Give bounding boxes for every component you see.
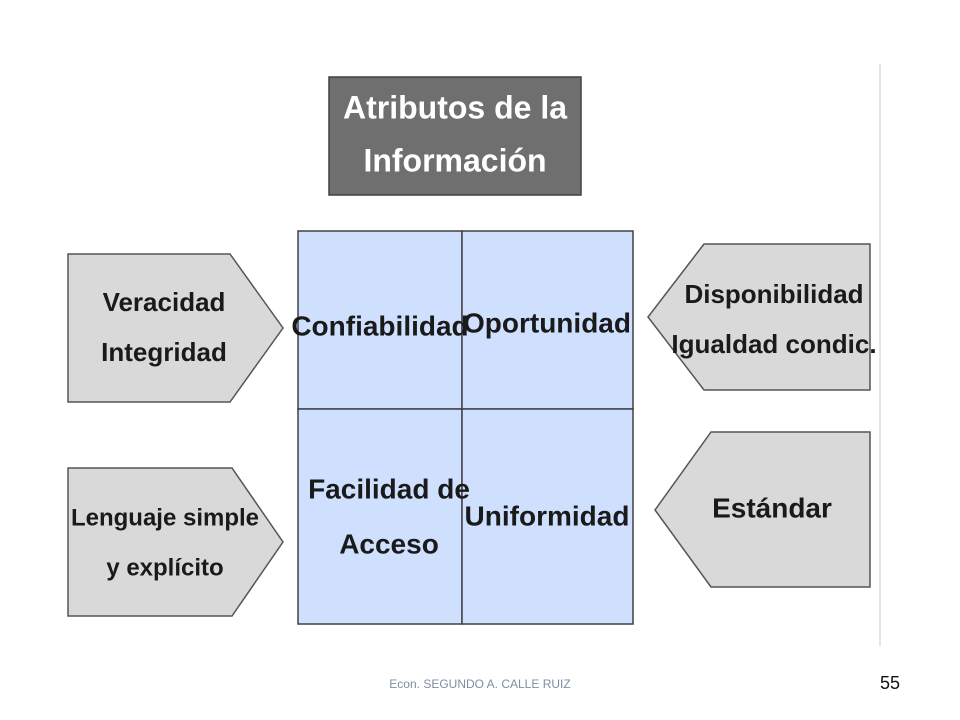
title-box: Atributos de la Información: [328, 76, 582, 196]
right-arrow-2: Estándar: [654, 431, 871, 588]
slide-edge-divider: [879, 64, 881, 646]
left-arrow-1-line-1: Veracidad: [103, 287, 226, 317]
attribute-grid: Confiabilidad Oportunidad Facilidad de A…: [291, 230, 634, 625]
title-line-1: Atributos de la: [343, 89, 567, 125]
grid-cell-bottom-right: [461, 408, 634, 625]
left-arrow-2-shape: [67, 467, 284, 617]
left-arrow-1: Veracidad Integridad: [67, 253, 284, 403]
left-arrow-1-line-2: Integridad: [101, 337, 227, 367]
footer-author: Econ. SEGUNDO A. CALLE RUIZ: [389, 677, 571, 691]
grid-label-bottom-right: Uniformidad: [465, 500, 630, 531]
grid-label-bottom-left-line-2: Acceso: [339, 528, 439, 559]
title-box-shape: [328, 76, 582, 196]
grid-cell-top-right: [461, 230, 634, 410]
title-line-2: Información: [363, 142, 546, 178]
left-arrow-2-line-2: y explícito: [106, 554, 223, 581]
left-arrow-2: Lenguaje simple y explícito: [67, 467, 284, 617]
right-arrow-2-shape: [654, 431, 871, 588]
grid-label-top-right: Oportunidad: [463, 307, 631, 338]
grid-label-bottom-left-line-1: Facilidad de: [308, 473, 470, 504]
right-arrow-1-line-2: Igualdad condic.: [671, 329, 876, 359]
grid-cell-top-left: [297, 230, 463, 410]
right-arrow-1-line-1: Disponibilidad: [684, 279, 863, 309]
grid-label-top-left: Confiabilidad: [291, 310, 468, 341]
grid-cell-bottom-left: [297, 408, 463, 625]
left-arrow-2-line-1: Lenguaje simple: [71, 504, 259, 531]
right-arrow-2-line-1: Estándar: [712, 492, 832, 523]
right-arrow-1-shape: [647, 243, 871, 391]
page-number: 55: [879, 673, 901, 693]
left-arrow-1-shape: [67, 253, 284, 403]
right-arrow-1: Disponibilidad Igualdad condic.: [647, 243, 877, 391]
